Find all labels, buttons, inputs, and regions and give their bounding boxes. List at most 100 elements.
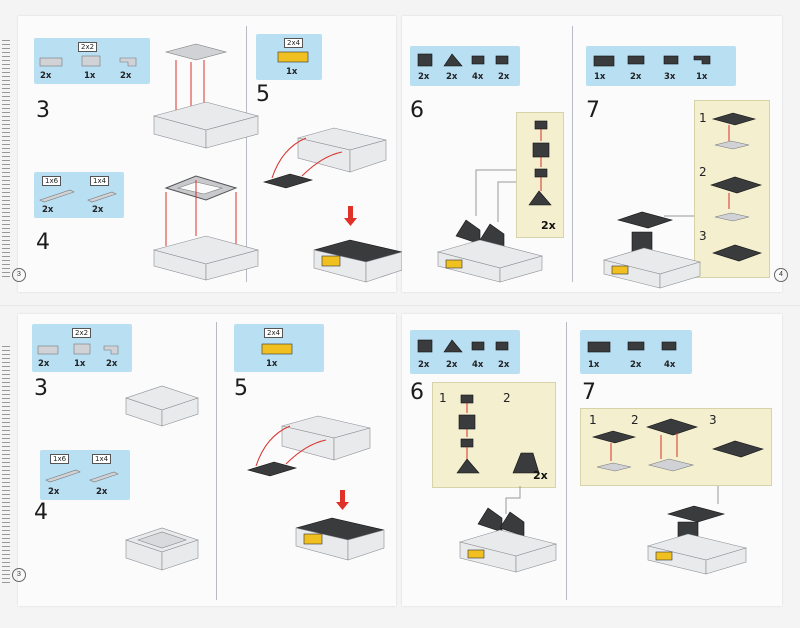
bottom-right-page: 2x 2x 4x 2x 6 1 2 2x [402,314,782,606]
step6-subassembly-box: 2x [516,112,564,238]
part-qty: 2x [498,360,510,370]
bottom-booklet: 2x2 2x 1x 2x 3 1x6 1x4 2x 2x 4 [0,306,800,628]
part-qty: 2x [630,360,642,370]
part-size-tag: 2x2 [78,42,98,52]
parts-illustration [593,55,711,67]
substep-number: 2 [503,391,511,405]
step-number-5: 5 [234,376,248,401]
part-qty: 1x [696,72,708,82]
part-qty: 2x [120,71,132,81]
step7-parts-box: 1x 2x 4x [580,330,692,374]
part-qty: 4x [472,72,484,82]
part-qty: 1x [594,72,606,82]
part-qty: 2x [40,71,52,81]
page-number: 3 [12,268,26,282]
step-number-5: 5 [256,82,270,107]
step4-build-illustration [125,527,199,571]
part-qty: 1x [286,67,298,77]
page-edge-stripes [2,346,10,586]
quantity-badge: 2x [541,219,556,232]
substep-number: 1 [699,111,707,125]
top-booklet: 2x2 2x 1x 2x 3 1x6 1x4 [0,0,800,305]
parts-illustration [587,341,677,353]
top-left-page: 2x2 2x 1x 2x 3 1x6 1x4 [12,16,403,292]
parts-illustration [261,343,293,355]
step6-build-illustration [436,169,544,283]
part-size-tag: 1x6 [50,454,70,464]
step6-build-illustration [458,486,558,573]
step7-parts-box: 1x 2x 3x 1x [586,46,736,86]
step4-build-illustration [152,175,260,281]
part-qty: 4x [472,360,484,370]
subassembly-illustration [456,394,540,474]
part-qty: 2x [446,72,458,82]
step-number-7: 7 [582,380,596,405]
step4-parts-box: 1x6 1x4 2x 2x [40,450,130,500]
step6-parts-box: 2x 2x 4x 2x [410,330,520,374]
parts-illustration [45,469,119,483]
step5-build-illustration [262,127,403,283]
part-qty: 4x [664,360,676,370]
step-number-4: 4 [36,230,50,255]
substep-number: 2 [631,413,639,427]
part-qty: 2x [418,360,430,370]
part-qty: 2x [42,205,54,215]
bottom-left-page: 2x2 2x 1x 2x 3 1x6 1x4 2x 2x 4 [12,314,396,606]
step5-build-illustration [246,415,385,561]
part-qty: 1x [588,360,600,370]
substep-number: 1 [589,413,597,427]
subassembly-illustration [591,418,764,472]
subassembly-illustration [528,120,552,206]
substep-number: 3 [699,229,707,243]
column-divider [216,322,217,600]
step-number-7: 7 [586,98,600,123]
part-qty: 2x [106,359,118,369]
parts-illustration [37,343,119,355]
step4-parts-box: 1x6 1x4 2x 2x [34,172,124,218]
top-right-page: 2x 2x 4x 2x 6 2x [402,16,788,292]
step3-build-illustration [125,385,199,427]
part-size-tag: 1x4 [90,176,110,186]
substep-number: 3 [709,413,717,427]
page-number: 3 [12,568,26,582]
step7-subassembly-box: 1 2 3 [694,100,770,278]
step6-subassembly-box: 1 2 2x [432,382,556,488]
step-number-4: 4 [34,500,48,525]
step3-build-illustration [152,43,260,149]
step7-build-illustration [646,486,748,575]
column-divider [566,322,567,600]
part-qty: 2x [630,72,642,82]
step-number-3: 3 [36,98,50,123]
part-qty: 2x [498,72,510,82]
step6-parts-box: 2x 2x 4x 2x [410,46,520,86]
step-number-6: 6 [410,98,424,123]
part-size-tag: 2x4 [264,328,284,338]
part-size-tag: 1x4 [92,454,112,464]
column-divider [246,26,247,282]
part-qty: 1x [74,359,86,369]
step3-parts-box: 2x2 2x 1x 2x [32,324,132,372]
part-size-tag: 2x4 [284,38,304,48]
parts-illustration [39,55,137,67]
column-divider [572,26,573,282]
part-qty: 2x [38,359,50,369]
step3-parts-box: 2x2 2x 1x 2x [34,38,150,84]
parts-illustration [417,339,509,353]
part-qty: 1x [84,71,96,81]
part-qty: 2x [96,487,108,497]
step-number-3: 3 [34,376,48,401]
part-qty: 3x [664,72,676,82]
page-number: 4 [774,268,788,282]
part-qty: 2x [92,205,104,215]
parts-illustration [417,53,509,67]
substep-number: 1 [439,391,447,405]
page-edge-stripes [2,40,10,280]
step7-subassembly-box: 1 2 3 [580,408,772,486]
step5-parts-box: 2x4 1x [256,34,322,80]
part-qty: 1x [266,359,278,369]
part-qty: 2x [418,72,430,82]
subassembly-illustration [710,112,762,262]
parts-illustration [277,51,309,63]
quantity-badge: 2x [533,469,548,482]
step5-parts-box: 2x4 1x [234,324,324,372]
